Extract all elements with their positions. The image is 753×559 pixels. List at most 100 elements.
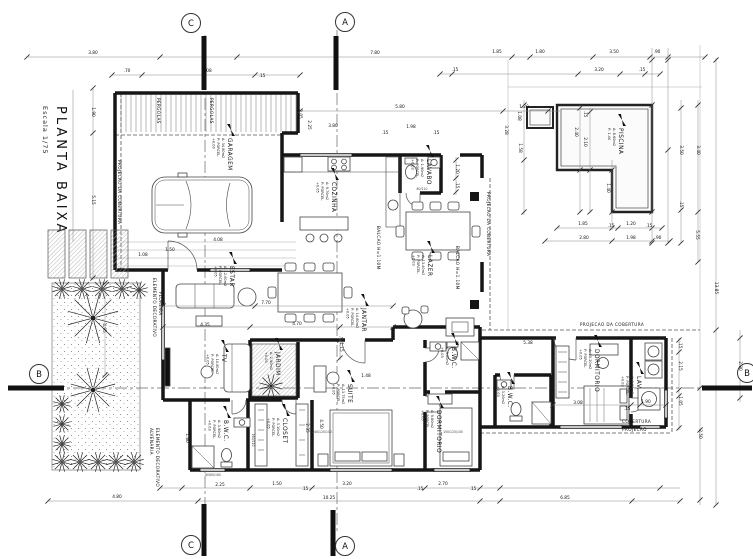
dimension-label: 2.25 <box>215 482 225 488</box>
palm-tree-icon <box>106 452 126 472</box>
room-sub-label: +0.00 <box>211 138 215 149</box>
reference-lines <box>117 45 702 380</box>
dimension-label: 1.20 <box>454 164 460 174</box>
dimension-label: 1.98 <box>406 124 416 130</box>
palm-tree-icon <box>259 374 283 398</box>
dimension-label: 2.05 <box>297 109 303 119</box>
room-sub-label: A: 14.80m2 <box>355 308 359 328</box>
pergola-hatch <box>117 95 296 132</box>
room-sub-label: P: PORCEL. <box>625 376 629 395</box>
kitchen-fixtures <box>283 156 401 243</box>
dimension-label: .15 <box>639 67 646 73</box>
room-sub-label: P: PORCEL. <box>416 255 420 274</box>
dimension-label: .15 <box>302 486 309 492</box>
dimension-label: 4.35 <box>200 322 210 328</box>
dimension-label: .15 <box>259 73 266 79</box>
annotation-label: PROJECAO <box>622 427 647 432</box>
dimension-label: .15 <box>678 201 684 208</box>
dim-chain <box>521 100 527 215</box>
dimension-label: 4.80 <box>112 494 122 500</box>
dimension-label: 5.80 <box>395 104 405 110</box>
bwc-rightwing-fixtures <box>496 379 552 425</box>
room-sub-label: A: 34.80m2 <box>221 138 225 158</box>
lazer-table <box>395 201 481 337</box>
room-sub-label: A: 12.60m2 <box>223 266 227 286</box>
annotation-label: PROJECAO DA COBERTURA <box>117 160 122 224</box>
room-sub-label: P: PORCEL. <box>415 159 419 178</box>
dimension-label: 3.50 <box>678 145 684 155</box>
room-sub-label: +0.03 <box>496 386 500 397</box>
title-block: PLANTA BAIXA Escala 1/75 <box>41 90 74 242</box>
room-sub-label: +0.05 <box>315 182 319 193</box>
dim-chain <box>695 100 701 265</box>
palm-tree-icon <box>112 279 132 299</box>
dimension-label: 3.80 <box>328 123 338 129</box>
room-sub-label: A: 2.90m2 <box>269 352 273 370</box>
planter-box <box>89 229 108 279</box>
dimension-label: 1.20 <box>626 221 636 227</box>
palm-tree-icon <box>53 415 71 433</box>
room-sub-label: A: 3.10m2 <box>276 418 280 436</box>
dim-chain <box>297 108 560 114</box>
dim-chain <box>337 336 343 361</box>
dim-chain <box>649 48 655 246</box>
annotation-label: ALVENARIA <box>149 428 154 455</box>
dimension-label: .15 <box>582 111 588 118</box>
room-name: JARDIM <box>274 351 280 376</box>
dimension-label: 4.70 <box>292 321 302 327</box>
dim-chain <box>160 303 396 309</box>
room-sub-label: +0.03 <box>410 159 414 170</box>
dimension-label: 3.80 <box>88 50 98 56</box>
dimension-label: 2.50 <box>697 429 703 439</box>
annotation-label: PERGOLAS <box>209 98 214 124</box>
planter-box <box>47 229 66 279</box>
windows <box>160 152 669 472</box>
room-sub-label: P: PORCEL. <box>212 420 216 439</box>
dimension-label: .15 <box>677 342 683 349</box>
palm-tree-icon <box>130 281 148 299</box>
palm-tree-icon <box>70 452 90 472</box>
dimension-label: 3.08 <box>573 400 583 406</box>
room-name: B.W.C. <box>506 386 512 408</box>
dim-chain <box>678 100 684 246</box>
room-sub-label: +0.05 <box>213 266 217 277</box>
dimension-label: 4.95 <box>101 323 107 333</box>
section-marker-b: B <box>8 364 64 391</box>
dim-chain <box>550 402 669 408</box>
room-name: JANTAR <box>360 307 366 332</box>
dimension-label: 5.08 <box>202 68 212 74</box>
walls <box>113 91 668 472</box>
pool <box>526 103 654 214</box>
room-sub-label: +0.05 <box>266 418 270 429</box>
lavabo-fixtures <box>404 156 441 180</box>
room-name: DORMITORIO <box>435 410 441 453</box>
dimension-label: 1.20 <box>519 104 529 110</box>
room-sub-label: A: 13.75m2 <box>341 384 345 404</box>
dimension-label: 2.70 <box>438 481 448 487</box>
room-sub-label: +0.03 <box>440 347 444 358</box>
room-label-b-w-c-: B.W.C.A: 3.20m2+0.03 <box>440 333 459 369</box>
dimension-label: 3.28 <box>503 125 509 135</box>
dimension-label: 3.40 <box>695 145 701 155</box>
room-name: PISCINA <box>617 128 623 154</box>
room-name: GARAGEM <box>226 138 232 171</box>
room-name: TV <box>220 353 226 363</box>
dimension-label: 1.85 <box>492 49 502 55</box>
dimension-label: 7.70 <box>261 300 271 306</box>
room-sub-label: A: 9.70m2 <box>325 182 329 200</box>
room-sub-label: P: PORCEL. <box>583 349 587 368</box>
section-letter: B <box>744 369 750 379</box>
dim-chain <box>157 485 680 491</box>
room-sub-label: A: 3.20m2 <box>445 347 449 365</box>
dimension-label: 1.40 <box>605 183 611 193</box>
